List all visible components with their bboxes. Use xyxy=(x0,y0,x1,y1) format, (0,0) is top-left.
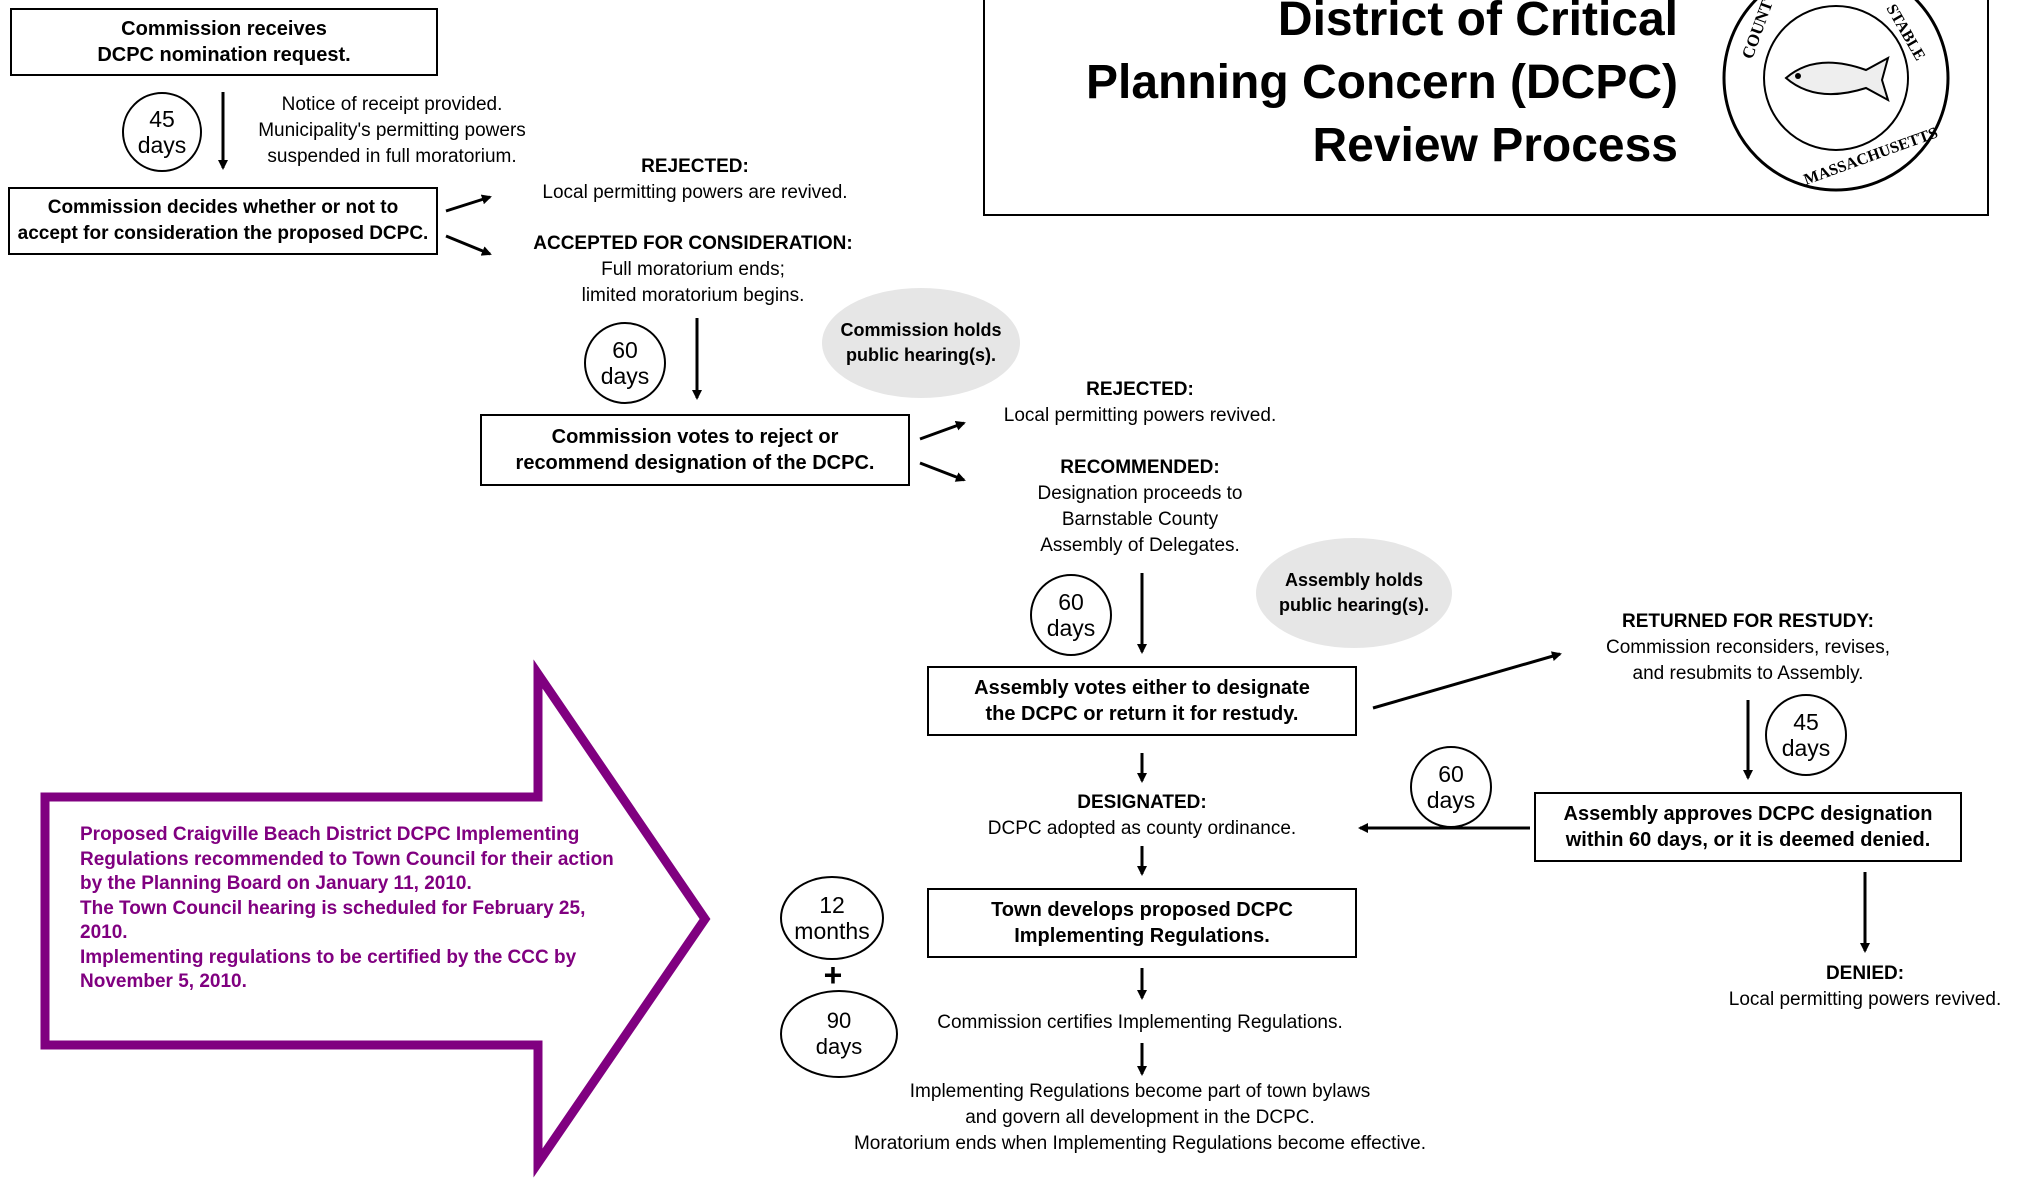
rejected2-text: Local permitting powers revived. xyxy=(1003,405,1277,426)
notice-text: Notice of receipt provided. Municipality… xyxy=(258,94,526,167)
rejected1-title: REJECTED: xyxy=(641,156,749,177)
assembly-approves-box: Assembly approves DCPC designation withi… xyxy=(1534,792,1962,862)
designated-text: DCPC adopted as county ordinance. xyxy=(987,818,1297,839)
timer-45-days: 45 days xyxy=(122,92,202,172)
accepted-text: Full moratorium ends; limited moratorium… xyxy=(581,259,805,306)
rejected1-text: Local permitting powers are revived. xyxy=(542,182,848,203)
timer-90-days: 90 days xyxy=(780,990,898,1078)
denied-text: Local permitting powers revived. xyxy=(1728,989,2002,1010)
assembly-hearing-oval: Assembly holds public hearing(s). xyxy=(1256,538,1452,648)
arrow-branch xyxy=(445,234,492,256)
final-text: Implementing Regulations become part of … xyxy=(853,1081,1427,1154)
fish-seal-icon: COUNTY MASSACHUSETTS STABLE xyxy=(1722,0,1950,192)
assembly-vote-box: Assembly votes either to designate the D… xyxy=(927,666,1357,736)
certifies-text: Commission certifies Implementing Regula… xyxy=(937,1012,1343,1033)
designated-title: DESIGNATED: xyxy=(1077,792,1207,813)
plus-sign: + xyxy=(823,957,843,993)
accept-decision-box: Commission decides whether or not to acc… xyxy=(8,187,438,255)
timer-12-months: 12 months xyxy=(780,876,884,960)
callout-arrow-shape xyxy=(40,659,711,1178)
page-title: District of Critical Planning Concern (D… xyxy=(1000,0,1678,177)
returned-text: Commission reconsiders, revises, and res… xyxy=(1605,637,1891,684)
rejected2-title: REJECTED: xyxy=(1086,379,1194,400)
denied-title: DENIED: xyxy=(1825,963,1905,984)
commission-hearing-oval: Commission holds public hearing(s). xyxy=(822,288,1020,398)
title-line-2: Planning Concern (DCPC) xyxy=(1085,56,1678,109)
recommended-text: Designation proceeds to Barnstable Count… xyxy=(1037,483,1243,556)
timer-45-days: 45 days xyxy=(1765,694,1847,776)
accepted-title: ACCEPTED FOR CONSIDERATION: xyxy=(533,233,853,254)
title-line-1: District of Critical xyxy=(1277,0,1678,46)
arrow-branch xyxy=(445,194,492,213)
timer-60-days: 60 days xyxy=(1410,746,1492,828)
arrow-branch xyxy=(1372,651,1562,710)
timer-60-days: 60 days xyxy=(584,322,666,404)
timer-60-days: 60 days xyxy=(1030,574,1112,656)
town-develops-box: Town develops proposed DCPC Implementing… xyxy=(927,888,1357,958)
arrow-branch xyxy=(919,461,966,482)
returned-title: RETURNED FOR RESTUDY: xyxy=(1622,611,1874,632)
callout-text: Proposed Craigville Beach District DCPC … xyxy=(80,824,614,992)
nomination-box: Commission receives DCPC nomination requ… xyxy=(10,8,438,76)
recommended-title: RECOMMENDED: xyxy=(1060,457,1220,478)
arrow-branch xyxy=(919,421,966,441)
commission-vote-box: Commission votes to reject or recommend … xyxy=(480,414,910,486)
title-line-3: Review Process xyxy=(1312,119,1678,172)
